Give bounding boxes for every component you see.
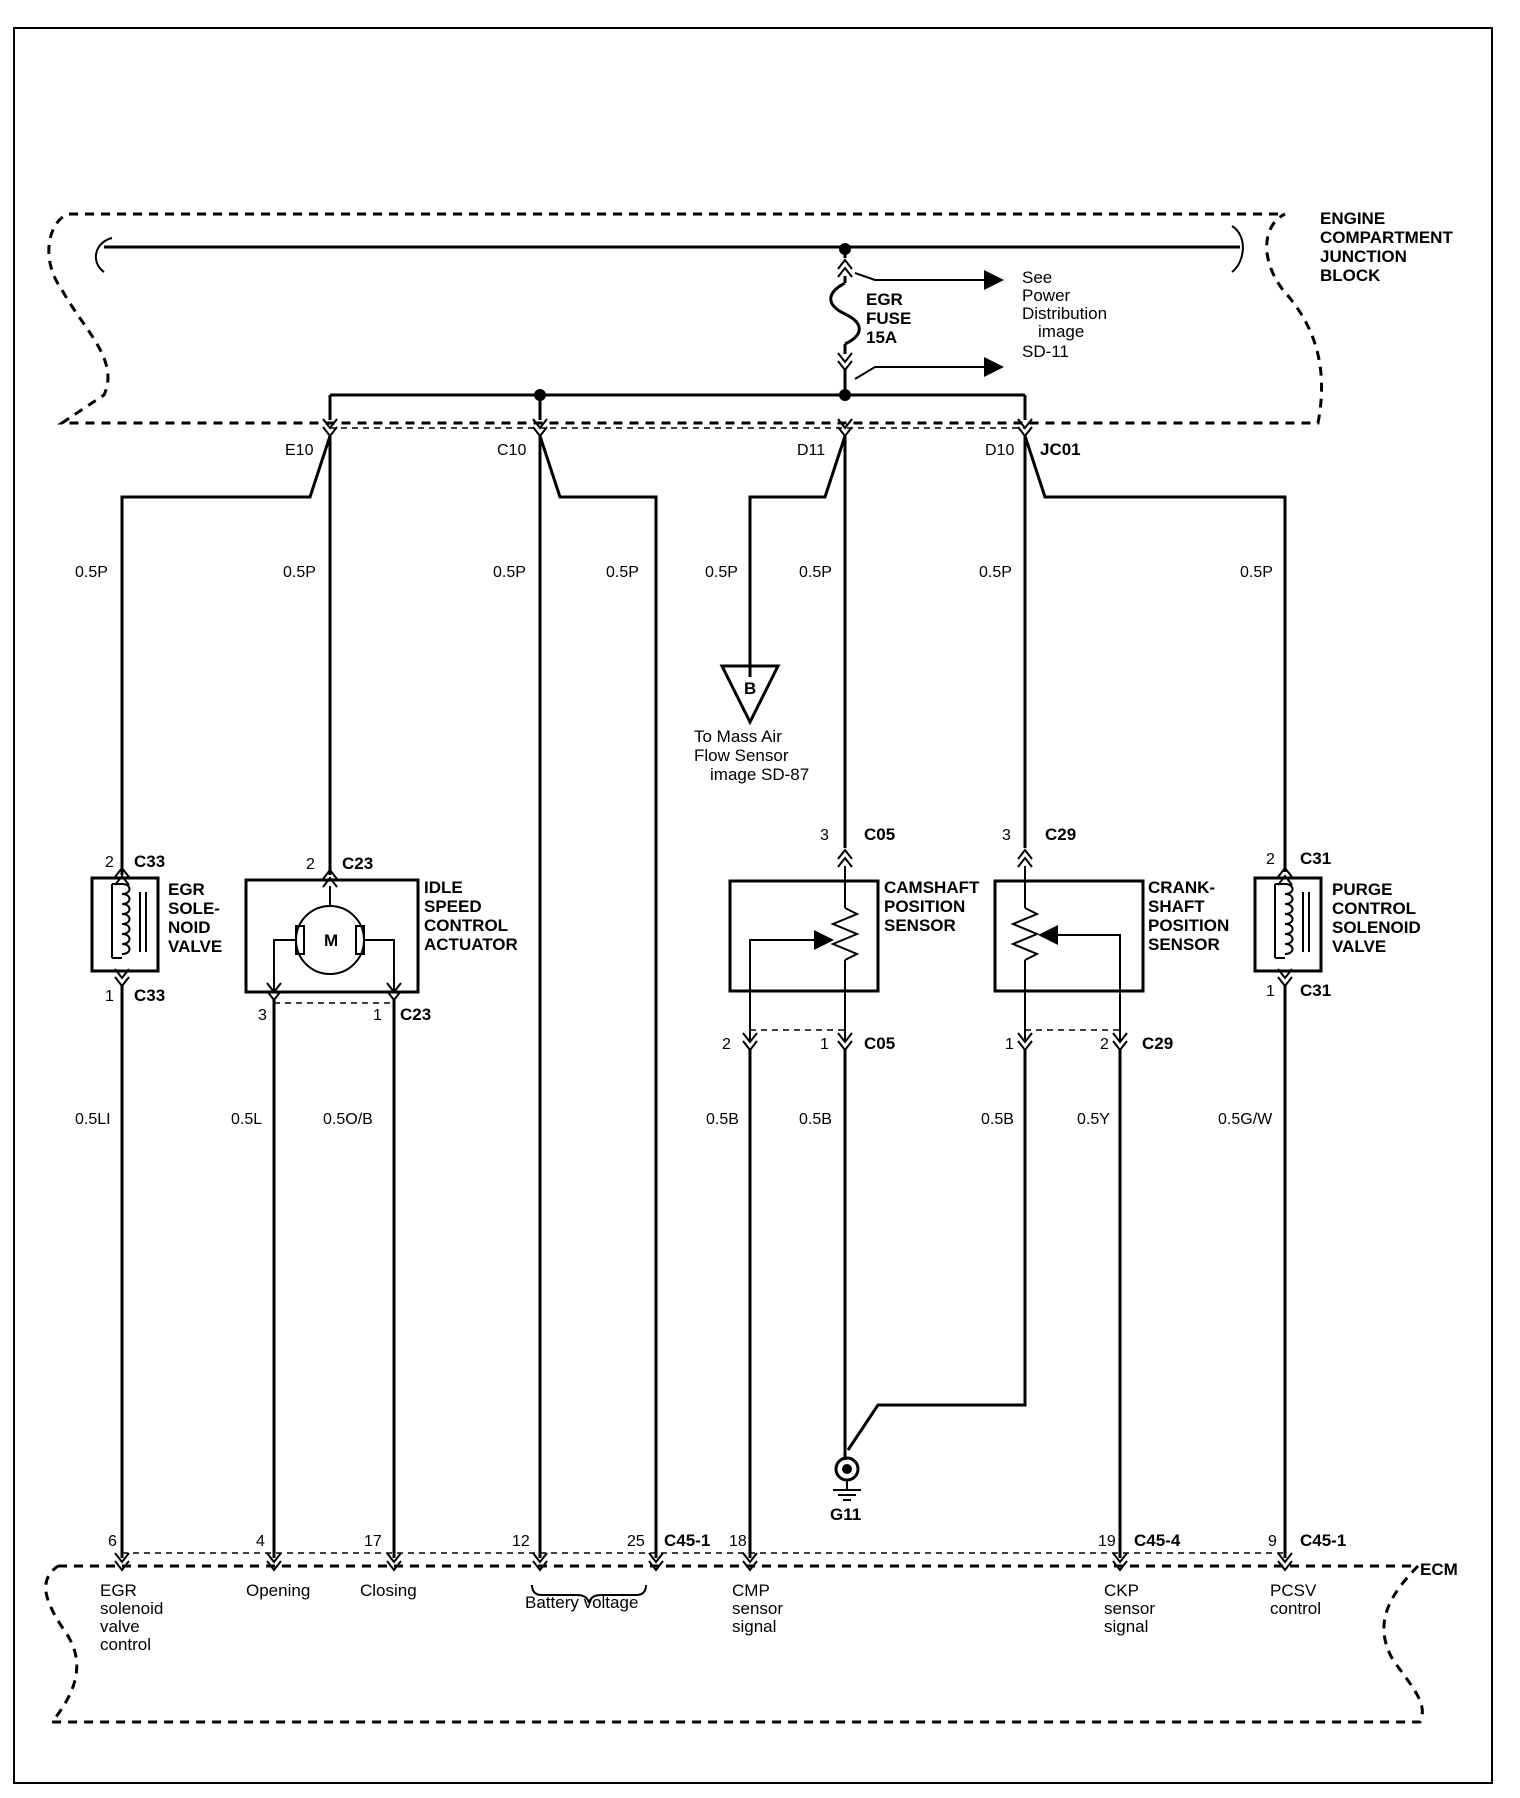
wire-label: 0.5O/B <box>323 1111 373 1128</box>
see-power-distribution-ref: See Power Distribution image SD-11 <box>1022 268 1112 361</box>
pin-label: 1 <box>1005 1036 1014 1053</box>
connector-c45-4: C45-4 <box>1134 1531 1181 1550</box>
ecm-pin: 19 <box>1098 1533 1116 1550</box>
pin-label: 1 <box>373 1007 382 1024</box>
connector-c45-1: C45-1 <box>1300 1531 1346 1550</box>
ecm-pin: 25 <box>627 1533 645 1550</box>
ecm-pin: 18 <box>729 1533 747 1550</box>
wire-label: 0.5P <box>979 564 1012 581</box>
ecm-block: ECM <box>44 1560 1458 1724</box>
junction-block: ENGINE COMPARTMENT JUNCTION BLOCK EGR FU… <box>47 209 1458 425</box>
wire-label: 0.5LI <box>75 1111 111 1128</box>
ecm-pin: 6 <box>108 1533 117 1550</box>
wire-label: 0.5P <box>606 564 639 581</box>
svg-text:EGR SOLE- NOID: EGR SOLE- NOID VALVE <box>168 880 225 956</box>
connector-c31: C31 <box>1300 981 1331 1000</box>
connector-jc01: JC01 <box>1040 440 1081 459</box>
connector-c45-1: C45-1 <box>664 1531 710 1550</box>
ecm-ckp-signal-label: CKP sensor signal <box>1104 1581 1160 1636</box>
ecm-pcsv-control-label: PCSV control <box>1270 1581 1321 1618</box>
motor-symbol: M <box>324 931 338 950</box>
ecm-pin: 4 <box>256 1533 265 1550</box>
connector-c31: C31 <box>1300 849 1331 868</box>
connector-c05: C05 <box>864 825 895 844</box>
wire-label: 0.5P <box>493 564 526 581</box>
connector-d11: D11 <box>797 442 825 459</box>
wire-label: 0.5B <box>981 1111 1014 1128</box>
pin-label: 3 <box>258 1007 267 1024</box>
wire-label: 0.5P <box>75 564 108 581</box>
offpage-connector-b: B To Mass Air Flow Sensor image SD-87 <box>694 664 809 784</box>
ground-g11: G11 <box>830 1456 861 1524</box>
connector-e10: E10 <box>285 442 314 459</box>
wire-label: 0.5B <box>706 1111 739 1128</box>
wire-label: 0.5P <box>705 564 738 581</box>
pin-label: 2 <box>105 854 114 871</box>
wire-label: 0.5P <box>799 564 832 581</box>
wire-label: 0.5G/W <box>1218 1111 1273 1128</box>
svg-text:CAMSHAFT POSITION: CAMSHAFT POSITION SENSOR <box>884 878 984 935</box>
connector-d10: D10 <box>985 442 1014 459</box>
pin-label: 1 <box>820 1036 829 1053</box>
pin-label: 1 <box>1266 983 1275 1000</box>
pin-label: 2 <box>722 1036 731 1053</box>
wire-label: 0.5P <box>1240 564 1273 581</box>
ecm-pin: 9 <box>1268 1533 1277 1550</box>
svg-text:To Mass Air Flow Sensor: To Mass Air Flow Sensor image SD-87 <box>694 727 809 784</box>
crankshaft-position-sensor: CRANK- SHAFT POSITION SENSOR <box>993 866 1234 1042</box>
purge-control-solenoid-valve: PURGE CONTROL SOLENOID VALVE <box>1253 867 1426 987</box>
pin-label: 3 <box>820 827 829 844</box>
connector-c33: C33 <box>134 852 165 871</box>
connector-c23: C23 <box>400 1005 431 1024</box>
svg-text:IDLE SPEED CONTROL: IDLE SPEED CONTROL ACTUATOR <box>424 878 518 954</box>
svg-text:G11: G11 <box>830 1505 861 1524</box>
wire-label: 0.5P <box>283 564 316 581</box>
ecm-pin: 17 <box>364 1533 382 1550</box>
pin-label: 1 <box>105 988 114 1005</box>
ecm-closing-label: Closing <box>360 1581 417 1600</box>
connector-c05: C05 <box>864 1034 895 1053</box>
pin-label: 2 <box>1266 851 1275 868</box>
connector-c23: C23 <box>342 854 373 873</box>
junction-block-label: ENGINE COMPARTMENT JUNCTION BLOCK <box>1320 209 1458 285</box>
egr-solenoid-valve: EGR SOLE- NOID VALVE <box>90 867 225 987</box>
wire-label: 0.5L <box>231 1111 262 1128</box>
svg-text:PURGE CONTROL SOLE: PURGE CONTROL SOLENOID VALVE <box>1332 880 1426 956</box>
pin-label: 3 <box>1002 827 1011 844</box>
ecm-battery-voltage-label: Battery voltage <box>525 1593 638 1612</box>
connector-c33: C33 <box>134 986 165 1005</box>
page-border <box>13 27 1493 1784</box>
pin-label: 2 <box>1100 1036 1109 1053</box>
pin-label: 2 <box>306 856 315 873</box>
wire-label: 0.5Y <box>1077 1111 1110 1128</box>
connector-c29: C29 <box>1045 825 1076 844</box>
ecm-egr-solenoid-label: EGR solenoid valve control <box>100 1581 168 1654</box>
wire-label: 0.5B <box>799 1111 832 1128</box>
svg-text:CRANK- SHAFT POSIT: CRANK- SHAFT POSITION SENSOR <box>1148 878 1234 954</box>
connector-c29: C29 <box>1142 1034 1173 1053</box>
connector-c10: C10 <box>497 442 526 459</box>
ecm-cmp-signal-label: CMP sensor signal <box>732 1581 788 1636</box>
idle-speed-control-actuator: M IDLE SPEED CONTROL ACTUATOR <box>244 869 518 1001</box>
svg-text:B: B <box>744 679 756 698</box>
ecm-opening-label: Opening <box>246 1581 310 1600</box>
ecm-pin: 12 <box>512 1533 530 1550</box>
egr-fuse-label: EGR FUSE 15A <box>866 290 916 347</box>
camshaft-position-sensor: CAMSHAFT POSITION SENSOR <box>728 866 984 1042</box>
ecm-label: ECM <box>1420 1560 1458 1579</box>
